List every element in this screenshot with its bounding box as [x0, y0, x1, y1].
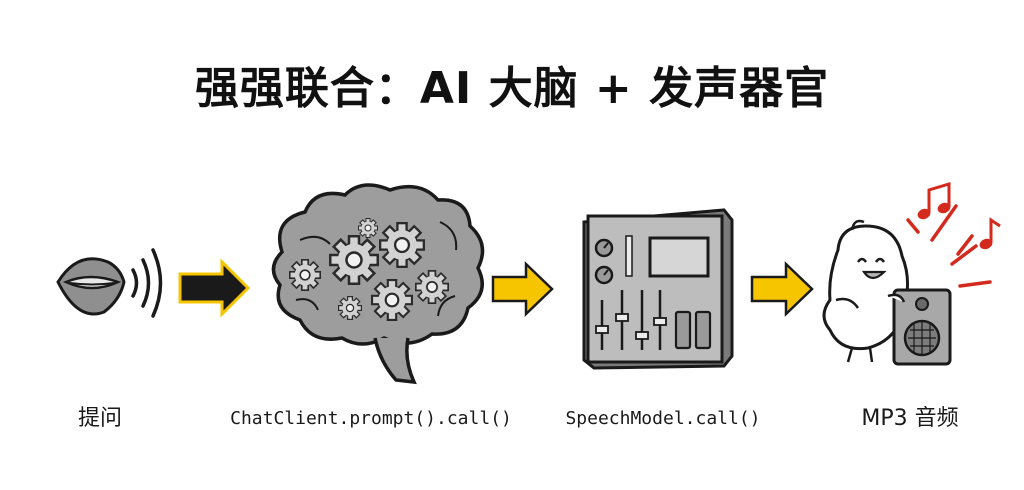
arrow-2-icon [491, 261, 554, 317]
arrow-1-icon [178, 258, 251, 318]
singing-bird-speaker-icon [822, 181, 1001, 366]
step-label-chat-client: ChatClient.prompt().call() [230, 408, 512, 429]
step-label-speech-model: SpeechModel.call() [565, 408, 761, 429]
arrow-3-icon [750, 261, 814, 317]
step-label-mp3-audio: MP3 音频 [861, 406, 959, 431]
page-title: 强强联合：AI 大脑 + 发声器官 [194, 63, 830, 114]
brain-gears-icon [271, 183, 485, 385]
step-label-ask: 提问 [77, 406, 122, 431]
mouth-sound-icon [56, 248, 163, 318]
audio-mixer-icon [582, 208, 734, 370]
